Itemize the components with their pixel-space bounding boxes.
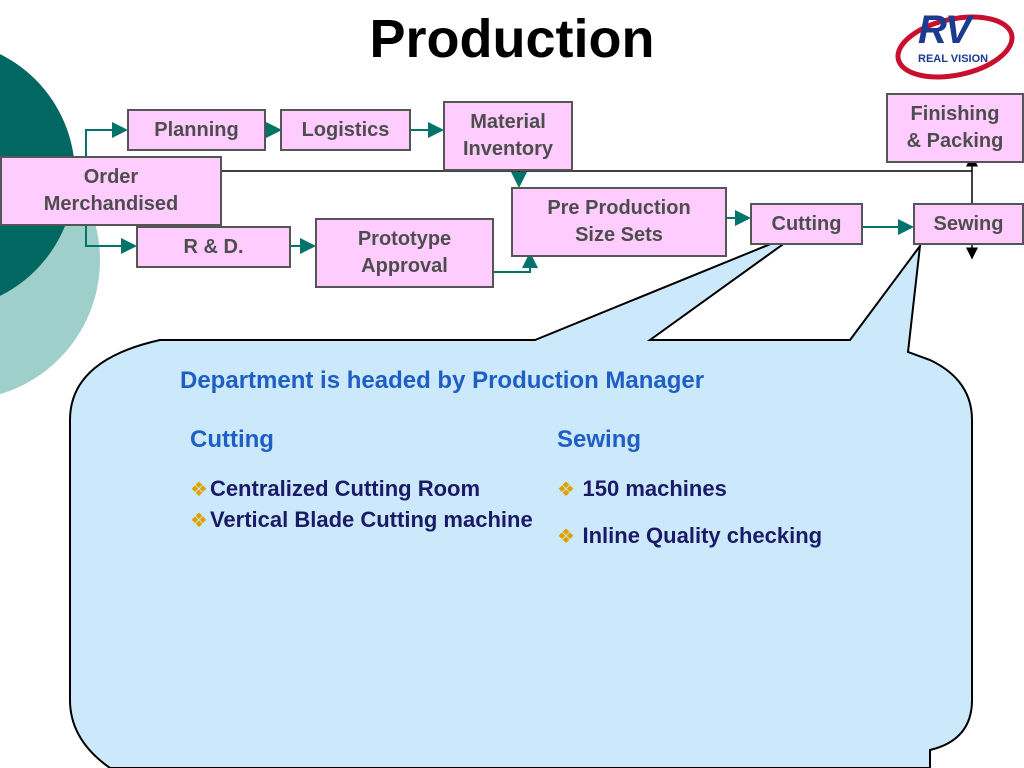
list-item-text: Centralized Cutting Room <box>209 476 481 501</box>
node-prototype-approval: Prototype Approval <box>315 218 494 288</box>
diamond-bullet-icon: ❖ <box>190 510 208 532</box>
node-material-inventory: Material Inventory <box>443 101 573 171</box>
flow-connectors <box>85 122 914 273</box>
node-cutting-label: Cutting <box>771 212 842 235</box>
node-planning-label: Planning <box>154 118 239 141</box>
logo-graphic <box>895 14 1015 80</box>
node-order-merchandised: Order Merchandised <box>0 156 222 226</box>
node-rnd: R & D. <box>136 226 291 268</box>
node-planning: Planning <box>127 109 266 151</box>
node-logistics: Logistics <box>280 109 411 151</box>
node-sewing-label: Sewing <box>933 212 1004 235</box>
callout-heading: Department is headed by Production Manag… <box>180 367 705 394</box>
node-finishing-packing-label: Finishing & Packing <box>906 103 1004 152</box>
callout-bubble <box>69 231 973 768</box>
diamond-bullet-icon: ❖ <box>557 526 581 548</box>
cutting-list: ❖Centralized Cutting Room ❖Vertical Blad… <box>190 474 535 536</box>
diamond-bullet-icon: ❖ <box>190 479 208 501</box>
node-sewing: Sewing <box>913 203 1024 245</box>
sewing-list: ❖ 150 machines ❖ Inline Quality checking <box>557 474 917 552</box>
node-prototype-approval-label: Prototype Approval <box>357 228 452 277</box>
list-item: ❖ Inline Quality checking <box>557 521 917 552</box>
list-item-text: Inline Quality checking <box>582 523 823 548</box>
diamond-bullet-icon: ❖ <box>557 479 581 501</box>
node-rnd-label: R & D. <box>183 235 244 258</box>
slide-title: Production <box>369 9 655 69</box>
node-order-merchandised-label: Order Merchandised <box>43 166 179 215</box>
logo-letters: RV <box>918 8 972 52</box>
sewing-heading: Sewing <box>557 426 642 453</box>
list-item-text: 150 machines <box>582 476 727 501</box>
list-item: ❖Centralized Cutting Room <box>190 474 535 505</box>
list-item-text: Vertical Blade Cutting machine <box>209 507 533 532</box>
node-material-inventory-label: Material Inventory <box>462 111 554 160</box>
node-pre-production: Pre Production Size Sets <box>511 187 727 257</box>
logo-subtitle: REAL VISION <box>918 53 989 65</box>
node-finishing-packing: Finishing & Packing <box>886 93 1024 163</box>
list-item: ❖Vertical Blade Cutting machine <box>190 505 535 536</box>
node-cutting: Cutting <box>750 203 863 245</box>
node-pre-production-label: Pre Production Size Sets <box>547 197 691 246</box>
node-logistics-label: Logistics <box>301 118 390 141</box>
list-item: ❖ 150 machines <box>557 474 917 505</box>
cutting-heading: Cutting <box>190 426 274 453</box>
